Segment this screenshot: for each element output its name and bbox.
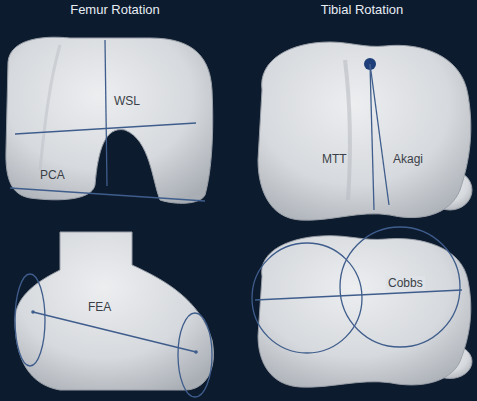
axis-label: WSL — [114, 94, 140, 108]
tibia-plateau — [258, 42, 472, 220]
point — [31, 310, 35, 314]
axis-label: FEA — [88, 300, 111, 314]
femur-lateral — [15, 232, 213, 390]
akagi-line — [370, 64, 389, 205]
point — [194, 350, 198, 354]
axis-label: PCA — [40, 168, 65, 182]
tibia-plateau — [258, 236, 472, 387]
plateau-circle — [340, 227, 460, 347]
epicondylar-line — [15, 123, 196, 134]
fea-line — [33, 312, 196, 352]
pca-line — [10, 188, 205, 201]
axis-label: Cobbs — [386, 276, 425, 290]
axis-label: Akagi — [393, 152, 423, 166]
axis-label: MTT — [322, 152, 347, 166]
wsl-line — [105, 40, 107, 186]
cobbs-line — [255, 290, 462, 300]
condyle-circle — [178, 313, 212, 397]
shading — [40, 45, 60, 170]
condyle-circle — [15, 274, 45, 366]
panel-title: Femur Rotation — [70, 2, 160, 18]
femur-distal — [6, 37, 213, 203]
panel-title: Tibial Rotation — [321, 2, 404, 18]
